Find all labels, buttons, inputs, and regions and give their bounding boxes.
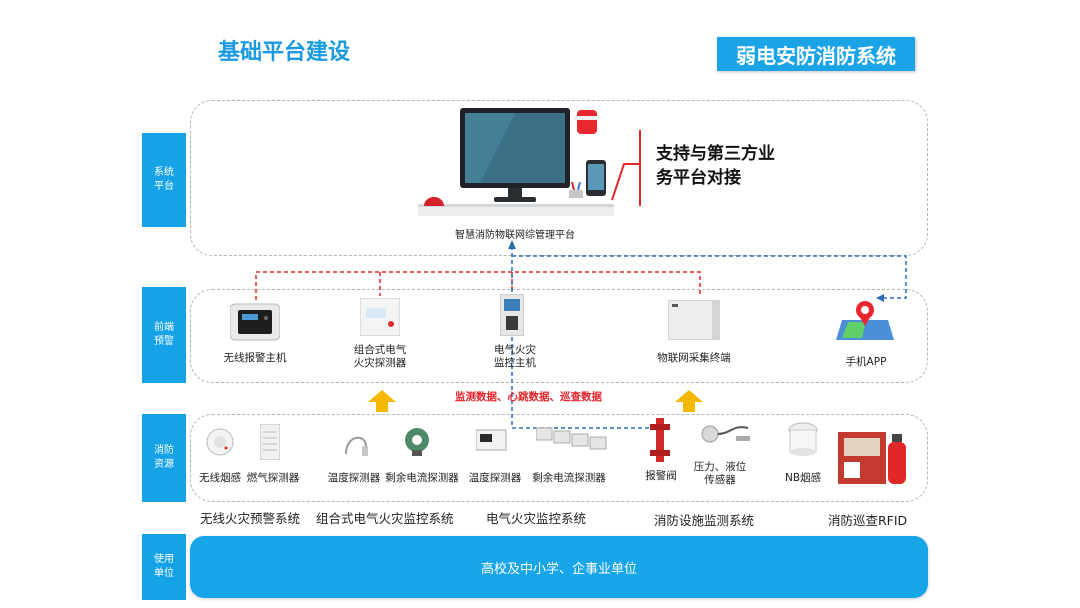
system-name-2: 电气火灾监控系统 xyxy=(486,511,587,526)
smoke-detector-icon xyxy=(206,428,234,456)
wireless-alarm-host-icon xyxy=(229,302,281,342)
temperature-detector-icon xyxy=(475,426,508,452)
device-label-0: 无线报警主机 xyxy=(223,352,287,364)
side-label-frontend: 前端 预警 xyxy=(142,287,186,383)
residual-current-sensor-icon xyxy=(402,426,432,458)
device-label-3: 物联网采集终端 xyxy=(657,352,731,364)
platform-name: 智慧消防物联网综管理平台 xyxy=(455,230,575,241)
support-text: 支持与第三方业 务平台对接 xyxy=(656,144,775,188)
frontend-panel xyxy=(190,289,928,383)
side-label-users: 使用 单位 xyxy=(142,534,186,600)
resource-label-1: 燃气探测器 xyxy=(246,472,300,484)
pressure-sensor-icon xyxy=(700,422,752,452)
electrical-fire-host-icon xyxy=(499,293,525,337)
gas-detector-icon xyxy=(259,423,281,461)
device-label-1: 组合式电气 火灾探测器 xyxy=(353,344,407,369)
combined-detector-icon xyxy=(359,297,401,337)
system-badge: 弱电安防消防系统 xyxy=(717,37,915,71)
data-flow-text: 监测数据、心跳数据、巡查数据 xyxy=(455,391,602,403)
alarm-valve-icon xyxy=(650,418,670,462)
resource-label-4: 温度探测器 xyxy=(468,472,522,484)
side-label-platform: 系统 平台 xyxy=(142,133,186,227)
system-name-4: 消防巡查RFID xyxy=(828,513,908,528)
pen-cup-icon xyxy=(566,181,586,198)
desk-icon xyxy=(418,194,614,220)
fire-extinguisher-rfid-icon xyxy=(836,428,912,488)
user-units-bar: 高校及中小学、企事业单位 xyxy=(190,536,928,598)
resource-label-6: 报警阀 xyxy=(645,470,677,482)
side-label-resources: 消防 资源 xyxy=(142,414,186,502)
mobile-app-icon xyxy=(836,298,894,342)
resource-label-2: 温度探测器 xyxy=(327,472,381,484)
iot-terminal-icon xyxy=(667,299,721,341)
resource-label-0: 无线烟感 xyxy=(199,472,241,484)
system-name-3: 消防设施监测系统 xyxy=(654,513,755,528)
resource-label-7: 压力、液位 传感器 xyxy=(693,461,747,486)
device-label-2: 电气火灾 监控主机 xyxy=(494,344,536,369)
monitor-icon xyxy=(460,108,570,202)
alarm-light-icon xyxy=(574,108,600,136)
nb-smoke-detector-icon xyxy=(786,420,820,458)
system-name-1: 组合式电气火灾监控系统 xyxy=(316,511,454,526)
phone-icon xyxy=(586,160,606,196)
current-transformer-array-icon xyxy=(535,424,610,450)
device-label-4: 手机APP xyxy=(845,356,887,368)
temperature-probe-icon xyxy=(342,428,370,458)
resource-label-5: 剩余电流探测器 xyxy=(532,472,606,484)
system-name-0: 无线火灾预警系统 xyxy=(200,511,301,526)
page-title: 基础平台建设 xyxy=(218,40,351,65)
resource-label-3: 剩余电流探测器 xyxy=(385,472,459,484)
resource-label-8: NB烟感 xyxy=(784,472,822,484)
